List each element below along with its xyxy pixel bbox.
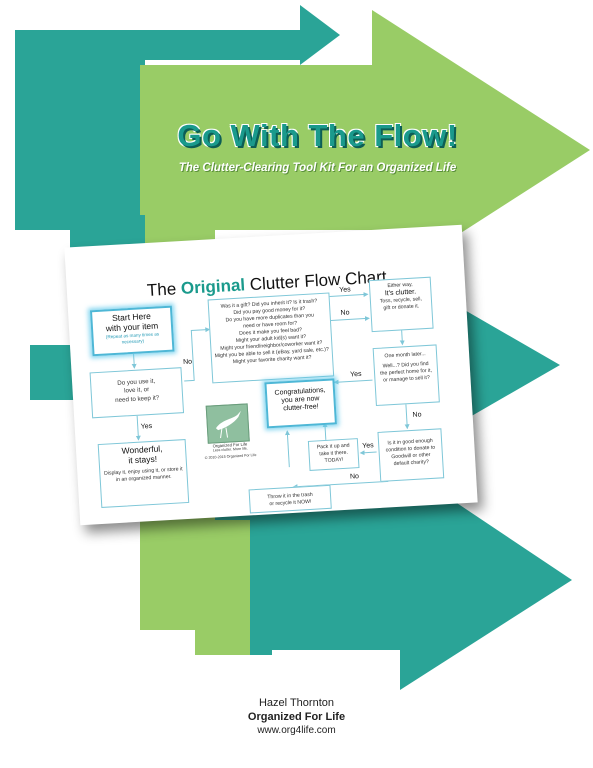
pack-it-box: Pack it up and take it there. TODAY! (307, 438, 360, 471)
footer-author: Hazel Thornton (258, 697, 334, 709)
label-no-one-month: No (412, 411, 422, 419)
logo-text: Organized For Life Less clutter. More li… (204, 441, 257, 461)
cover-title: Go With The Flow! (177, 118, 458, 153)
label-no-good-enough: No (349, 473, 360, 481)
questions-box: Was it a gift? Did you inherit it? Is it… (207, 292, 335, 384)
light-green-stem-bottom (195, 520, 250, 655)
either-way-box: Either way, It's clutter. Toss, recycle,… (368, 276, 434, 333)
footer-organization: Organized For Life (247, 711, 346, 723)
teal-block-top-left (15, 30, 145, 230)
flowchart-card: The Original Clutter Flow Chart Start He… (64, 224, 478, 526)
pack-it-line3: TODAY! (324, 457, 344, 465)
light-green-arrow-top (140, 10, 590, 290)
teal-arrow-top (145, 5, 340, 65)
flowchart-connectors (131, 292, 410, 490)
connector-good-to-pack (359, 450, 377, 456)
label-no-questions: No (340, 309, 350, 317)
connector-questions-to-either-no (330, 316, 370, 321)
label-yes-one-month: Yes (349, 370, 362, 379)
footer-website: www.org4life.com (257, 725, 336, 736)
teal-stem-bottom (250, 520, 272, 655)
connector-pack-to-congrats (322, 421, 328, 440)
use-it-box: Do you use it, love it, or need to keep … (89, 367, 185, 419)
connector-throw-to-congrats (284, 430, 290, 468)
label-no-use-it: No (182, 358, 193, 367)
wonderful-body: Display it, enjoy using it, or store it … (103, 465, 183, 483)
label-yes-questions: Yes (339, 286, 351, 294)
throw-it-box: Throw it in the trash or recycle it NOW! (248, 484, 332, 514)
heron-icon (215, 410, 242, 439)
start-box: Start Here with your item (Repeat as man… (89, 305, 175, 357)
one-month-box: One month later... Well...? Did you find… (372, 344, 440, 407)
good-enough-box: Is it in good enough condition to donate… (377, 428, 445, 482)
connector-use-to-wonderful (135, 415, 141, 441)
label-yes-good-enough: Yes (362, 442, 374, 450)
connector-start-to-use (131, 353, 137, 369)
connector-questions-to-either (329, 292, 369, 298)
one-month-line1: One month later... (384, 351, 426, 360)
wonderful-box: Wonderful, it stays! Display it, enjoy u… (97, 439, 190, 508)
connector-month-to-congrats (333, 379, 373, 385)
cover-subtitle: The Clutter-Clearing Tool Kit For an Org… (178, 162, 457, 174)
congrats-box: Congratulations, you are now clutter-fre… (264, 378, 337, 429)
organized-for-life-logo (205, 403, 250, 444)
label-yes-use-it: Yes (140, 422, 153, 431)
connector-either-to-month (399, 330, 405, 346)
connector-month-to-good (404, 404, 410, 430)
connector-use-to-questions (184, 327, 211, 382)
teal-arrow-bottom (215, 465, 572, 690)
